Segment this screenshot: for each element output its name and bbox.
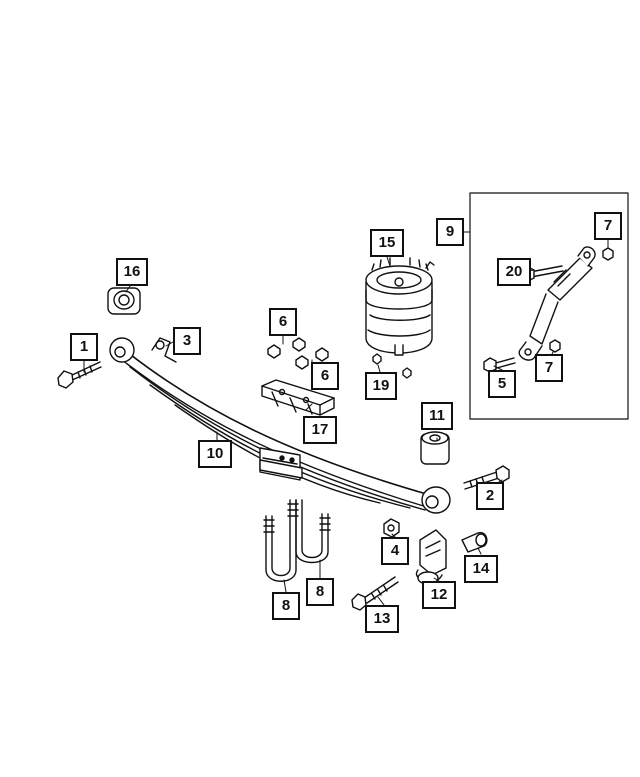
bushing-14-drawing bbox=[461, 531, 488, 553]
callout-7-top[interactable]: 7 bbox=[594, 212, 622, 240]
u-bolt-8b-drawing bbox=[295, 499, 331, 564]
spacer-block-drawing bbox=[259, 459, 303, 479]
shackle-12-drawing bbox=[415, 529, 447, 585]
nut-4-drawing bbox=[383, 518, 400, 538]
u-bolt-8a-drawing bbox=[263, 499, 299, 582]
bushing-16-drawing bbox=[107, 287, 141, 315]
bolt-1-drawing bbox=[57, 361, 102, 389]
nut-7-bottom-drawing bbox=[549, 339, 561, 353]
bolt-13-drawing bbox=[351, 576, 399, 611]
callout-16[interactable]: 16 bbox=[116, 258, 148, 286]
callout-6-upper[interactable]: 6 bbox=[269, 308, 297, 336]
callout-6-lower[interactable]: 6 bbox=[311, 362, 339, 390]
callout-15[interactable]: 15 bbox=[370, 229, 404, 257]
callout-2[interactable]: 2 bbox=[476, 482, 504, 510]
callout-20[interactable]: 20 bbox=[497, 258, 531, 286]
callout-17[interactable]: 17 bbox=[303, 416, 337, 444]
air-spring-15-drawing bbox=[365, 257, 435, 356]
shock-absorber-drawing bbox=[518, 246, 596, 361]
callout-1[interactable]: 1 bbox=[70, 333, 98, 361]
callout-14[interactable]: 14 bbox=[464, 555, 498, 583]
callout-12[interactable]: 12 bbox=[422, 581, 456, 609]
callout-19[interactable]: 19 bbox=[365, 372, 397, 400]
callout-10[interactable]: 10 bbox=[198, 440, 232, 468]
callout-4[interactable]: 4 bbox=[381, 537, 409, 565]
callout-11[interactable]: 11 bbox=[421, 402, 453, 430]
callout-8-left[interactable]: 8 bbox=[272, 592, 300, 620]
callout-3[interactable]: 3 bbox=[173, 327, 201, 355]
callout-8-right[interactable]: 8 bbox=[306, 578, 334, 606]
spring-seat-17-drawing bbox=[261, 379, 335, 416]
nuts-19-drawing bbox=[372, 353, 412, 379]
callout-5[interactable]: 5 bbox=[488, 370, 516, 398]
shock-kit-frame bbox=[469, 192, 629, 420]
nuts-6-drawing bbox=[267, 337, 329, 370]
clip-3-drawing bbox=[151, 337, 177, 363]
nut-7-top-drawing bbox=[602, 247, 614, 261]
bolt-5-drawing bbox=[483, 357, 516, 373]
callout-13[interactable]: 13 bbox=[365, 605, 399, 633]
callout-9[interactable]: 9 bbox=[436, 218, 464, 246]
leaf-spring bbox=[109, 337, 451, 514]
callout-7-bottom[interactable]: 7 bbox=[535, 354, 563, 382]
bushing-11-drawing bbox=[420, 431, 450, 465]
